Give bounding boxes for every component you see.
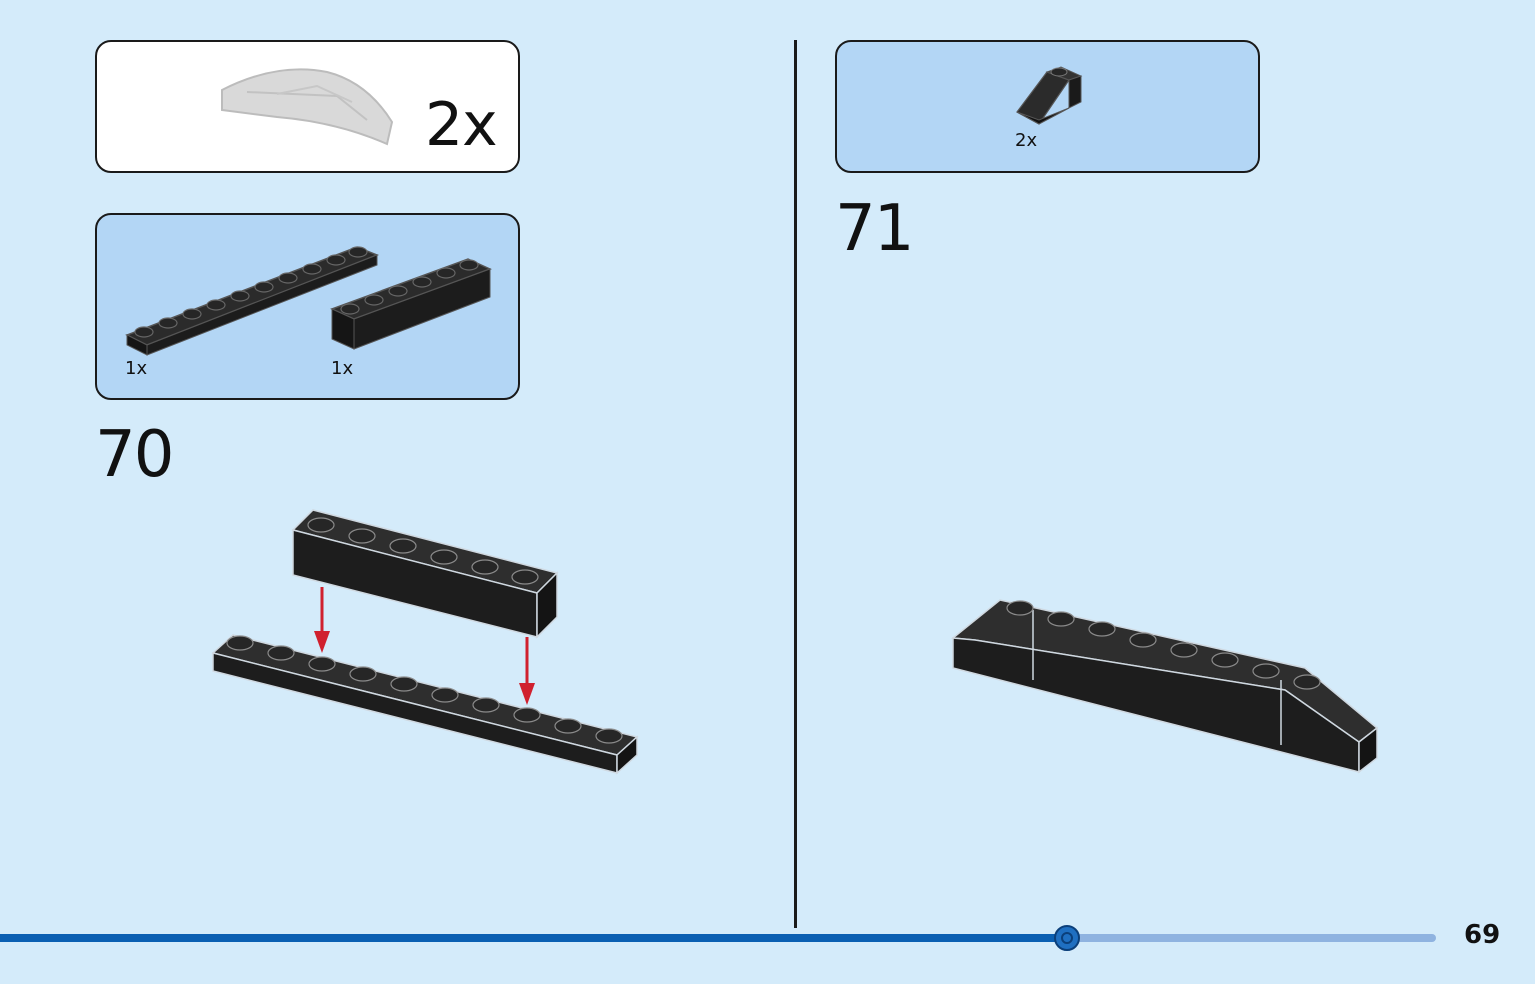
- progress-fill: [0, 934, 1067, 942]
- part-quantity: 2x: [425, 90, 498, 160]
- part-quantity: 1x: [125, 358, 148, 379]
- placement-arrow: [519, 637, 535, 705]
- page-divider: [794, 40, 797, 928]
- slope-brick-part-image: [1016, 66, 1083, 125]
- step-number: 70: [95, 418, 174, 492]
- brick-1x6-part-image: [330, 258, 492, 350]
- parts-callout-box: 2x: [95, 40, 520, 173]
- page-number: 69: [1464, 920, 1501, 950]
- part-quantity: 2x: [1015, 130, 1038, 151]
- curved-slope-part-image: [221, 68, 394, 146]
- placement-arrow: [314, 587, 330, 653]
- step-71-assembly-illustration: [951, 599, 1379, 774]
- parts-callout-box: 2x: [835, 40, 1260, 173]
- plate-1x10-part-image: [125, 246, 380, 356]
- parts-list-box: 1x 1x: [95, 213, 520, 400]
- part-quantity: 1x: [331, 358, 354, 379]
- progress-indicator[interactable]: [1054, 925, 1080, 951]
- step-70-assembly-illustration: [211, 509, 639, 775]
- step-number: 71: [835, 192, 914, 266]
